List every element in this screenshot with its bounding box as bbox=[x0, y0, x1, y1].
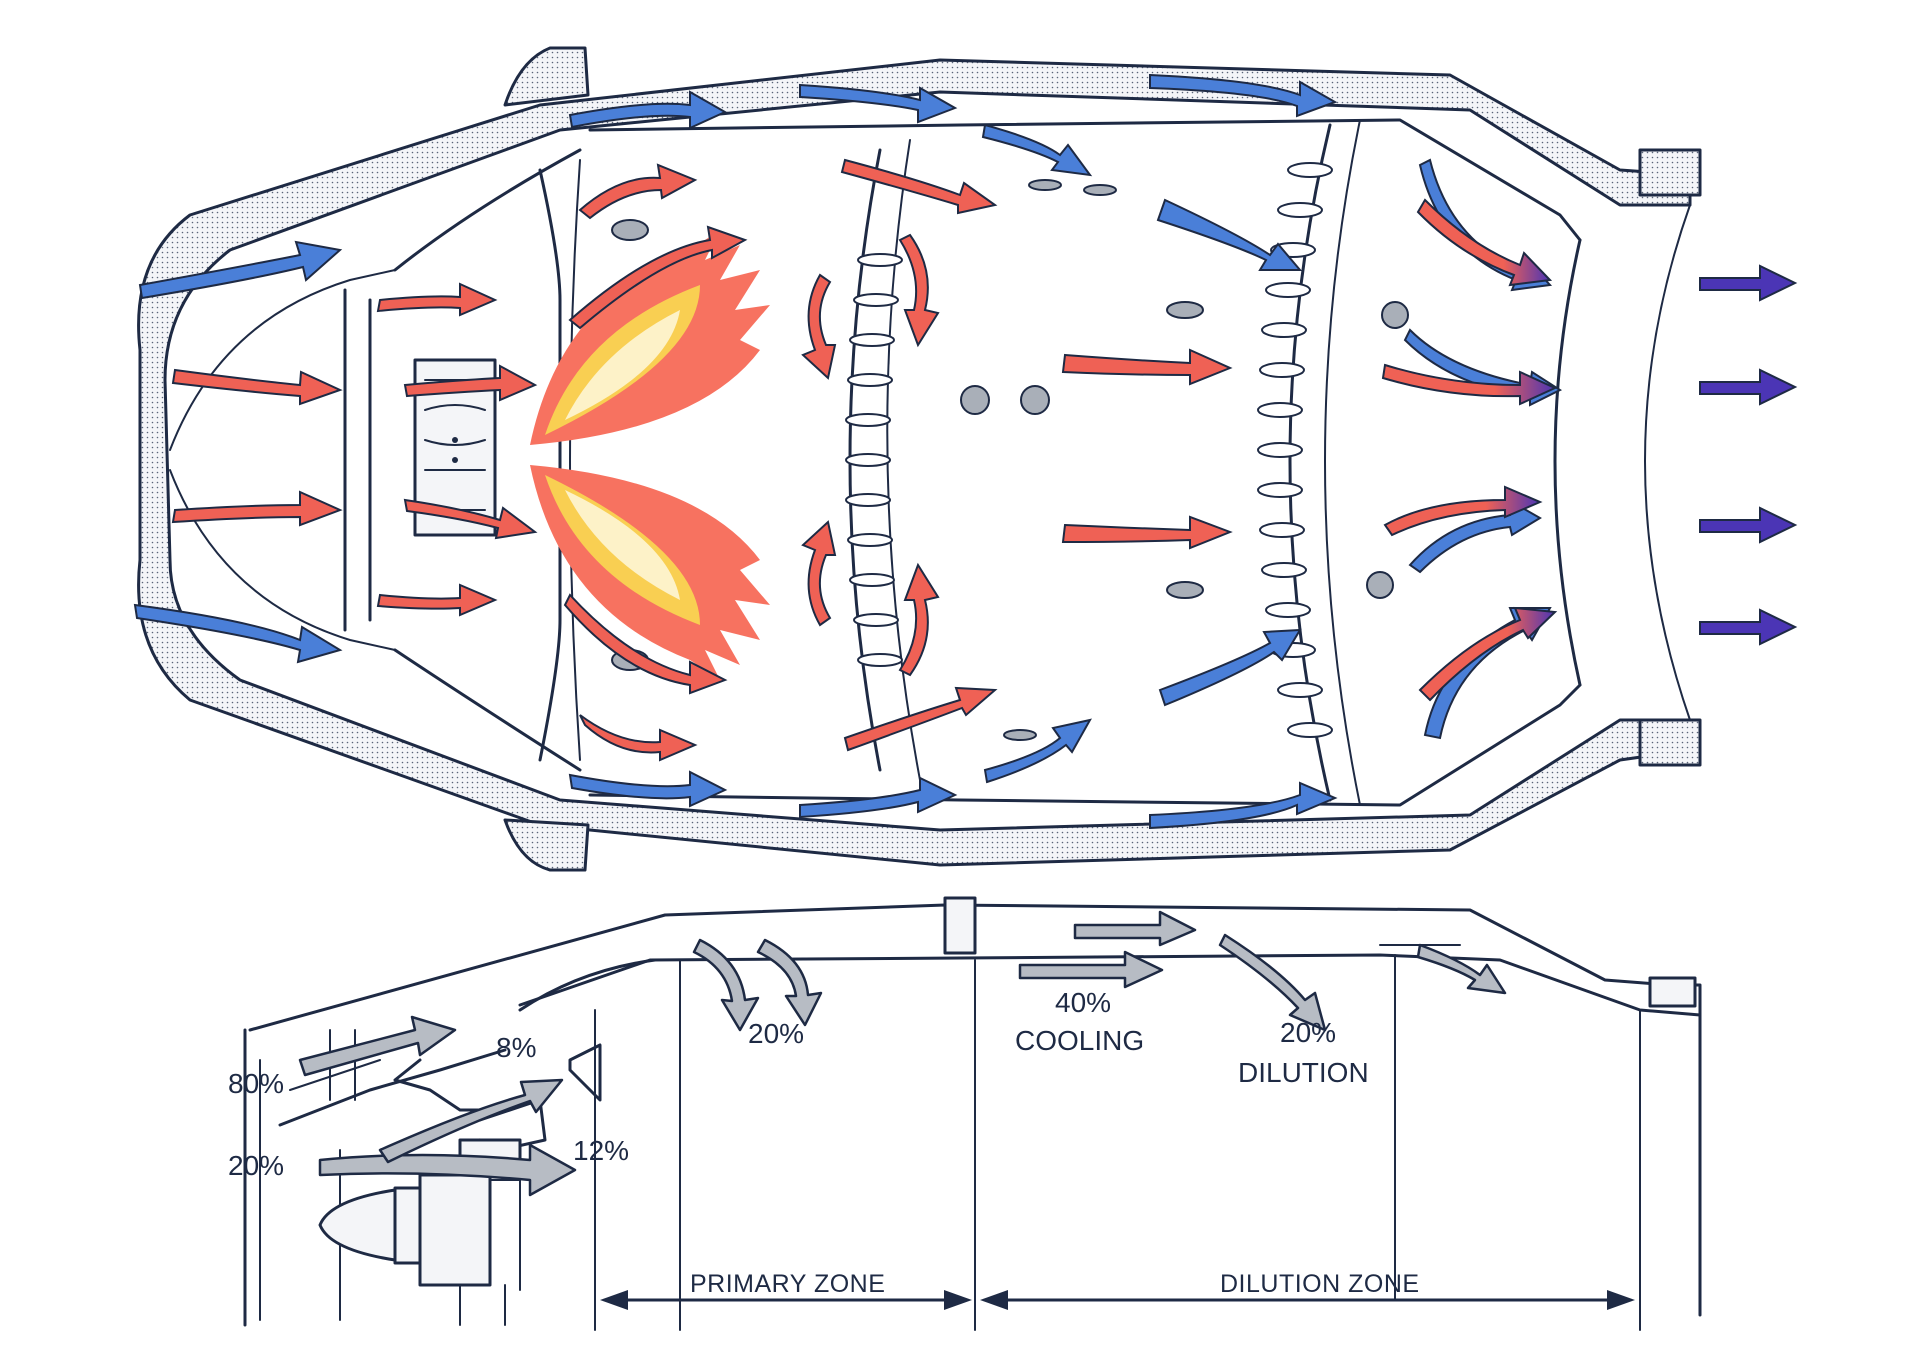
primary-zone-label: PRIMARY ZONE bbox=[690, 1270, 885, 1298]
front-wall-inner bbox=[569, 159, 581, 761]
red-hot-air-arrow bbox=[171, 490, 343, 527]
purple-exhaust-arrow bbox=[1699, 608, 1798, 646]
cutaway-view bbox=[133, 46, 1798, 872]
blue-cold-air-arrow bbox=[1149, 781, 1338, 830]
outer-casing bbox=[137, 58, 1692, 867]
bottom-flange bbox=[503, 818, 590, 872]
red-hot-air-arrow bbox=[376, 282, 498, 317]
hot-air-arrows bbox=[171, 158, 1233, 762]
label-inlet-20: 20% bbox=[228, 1150, 284, 1181]
primary-20-arrow-a bbox=[692, 938, 760, 1032]
red-hot-air-arrow bbox=[1061, 348, 1233, 386]
red-hot-air-arrow bbox=[563, 593, 728, 695]
exit-arrow bbox=[1416, 943, 1507, 995]
cooling-channel bbox=[944, 904, 1471, 959]
purple-exhaust-arrow bbox=[1699, 506, 1798, 544]
red-hot-air-arrow bbox=[403, 364, 538, 402]
red-hot-air-arrow bbox=[171, 368, 343, 406]
blue-cold-air-arrow bbox=[1158, 628, 1302, 707]
top-flange bbox=[503, 46, 590, 107]
purple-exhaust-arrow bbox=[1699, 368, 1798, 406]
exit-ellipse bbox=[1644, 204, 1691, 721]
cooling-arrow-upper bbox=[1073, 910, 1197, 947]
flame-icon bbox=[530, 230, 770, 680]
section-view: 80% 20% 8% 12% 20% 40% COOLING 20% DILUT… bbox=[228, 896, 1702, 1331]
blue-cold-air-arrow bbox=[1408, 500, 1542, 574]
primary-ring bbox=[845, 139, 921, 781]
blue-cold-air-arrow bbox=[799, 83, 958, 124]
blue-cold-air-arrow bbox=[138, 240, 343, 300]
red-hot-air-arrow bbox=[376, 583, 498, 617]
red-hot-air-arrow bbox=[840, 158, 998, 215]
red-hot-air-arrow bbox=[568, 225, 748, 330]
swirl-8-arrow bbox=[378, 1078, 564, 1164]
purple-exhaust-arrow bbox=[1699, 264, 1798, 302]
label-dilution-20: 20% bbox=[1280, 1017, 1336, 1048]
front-wall bbox=[538, 168, 562, 762]
exit-flange-bottom bbox=[1638, 718, 1702, 767]
inlet-80-arrow bbox=[298, 1015, 457, 1077]
dome-outer bbox=[393, 148, 582, 772]
liner-holes bbox=[611, 179, 1409, 741]
nozzle-collar bbox=[393, 1186, 422, 1265]
dome-inner bbox=[169, 269, 396, 651]
section-dome bbox=[518, 958, 657, 1102]
label-fuel-12: 12% bbox=[573, 1135, 629, 1166]
dilution-arrow bbox=[1218, 933, 1327, 1032]
red-hot-air-arrow bbox=[1061, 515, 1233, 550]
blue-cold-air-arrow bbox=[983, 718, 1092, 784]
blue-cold-air-arrow bbox=[568, 770, 728, 808]
red-hot-air-arrow bbox=[579, 714, 698, 762]
label-primary-20: 20% bbox=[748, 1018, 804, 1049]
cold-air-arrows bbox=[133, 73, 1563, 830]
blue-cold-air-arrow bbox=[1149, 73, 1338, 118]
red-hot-air-arrow bbox=[898, 562, 940, 677]
dilution-zone-label: DILUTION ZONE bbox=[1220, 1270, 1420, 1298]
blue-cold-air-arrow bbox=[1156, 198, 1303, 271]
red-hot-air-arrow bbox=[578, 163, 698, 220]
nozzle-body bbox=[418, 1173, 492, 1287]
station-lines bbox=[594, 954, 1641, 1331]
liner-exit bbox=[1553, 238, 1582, 687]
red-hot-air-arrow bbox=[801, 273, 837, 380]
red-hot-air-arrow bbox=[403, 498, 538, 540]
label-dilution: DILUTION bbox=[1238, 1057, 1369, 1088]
blue-cold-air-arrow bbox=[799, 776, 958, 819]
flange-joint bbox=[943, 896, 977, 955]
zone-dimensions bbox=[600, 1290, 1635, 1310]
red-hot-air-arrow bbox=[843, 686, 998, 752]
mixing-arrows bbox=[1381, 198, 1558, 702]
primary-20-arrow-b bbox=[756, 938, 823, 1027]
label-cooling: COOLING bbox=[1015, 1025, 1144, 1056]
nose-cone bbox=[343, 288, 372, 632]
red-hot-air-arrow bbox=[801, 520, 837, 627]
dilution-ring bbox=[1257, 119, 1361, 806]
label-swirl-8: 8% bbox=[496, 1032, 536, 1063]
exhaust-arrows bbox=[1699, 264, 1798, 646]
blue-cold-air-arrow bbox=[568, 90, 728, 130]
label-cooling-40: 40% bbox=[1055, 987, 1111, 1018]
red-hot-air-arrow bbox=[898, 233, 940, 348]
fuel-nozzle-icon bbox=[318, 1188, 397, 1262]
blue-cold-air-arrow bbox=[133, 603, 343, 664]
label-inlet-80: 80% bbox=[228, 1068, 284, 1099]
liner bbox=[588, 118, 1582, 807]
cooling-arrow-lower bbox=[1018, 950, 1164, 989]
section-flow-arrows bbox=[298, 910, 1507, 1197]
exit-flange bbox=[1648, 976, 1697, 1008]
exit-flange-top bbox=[1638, 148, 1702, 197]
blue-cold-air-arrow bbox=[981, 123, 1093, 177]
